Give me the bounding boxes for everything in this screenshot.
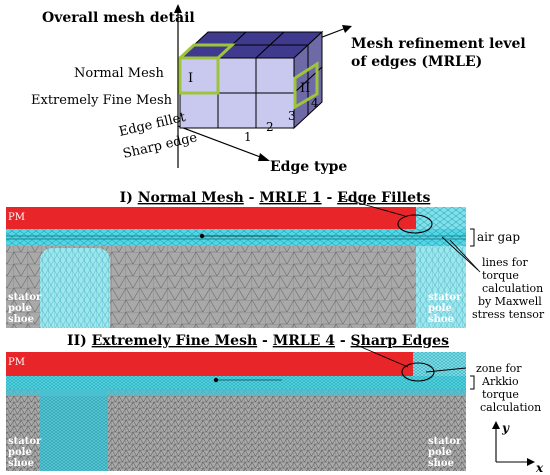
marker-I: I <box>188 71 193 86</box>
cube-front-face <box>179 57 219 94</box>
panel2-zone-label-1: zone for <box>476 362 522 375</box>
panel2-pm-region <box>6 352 413 376</box>
cube-front-face <box>255 57 295 94</box>
y-axis-arrowhead <box>174 4 182 13</box>
edge-type-axis-line <box>177 125 264 159</box>
panel1-stator-label-1: stator <box>8 292 42 303</box>
panel1-title: I) Normal Mesh - MRLE 1 - Edge Fillets <box>120 190 431 206</box>
row-label-normal-mesh: Normal Mesh <box>74 66 164 81</box>
panel1-air-dot <box>199 233 205 239</box>
level-label-3: 3 <box>288 109 296 123</box>
panel2-zone-label-3: torque <box>482 388 519 401</box>
panel2-slot-mesh <box>40 389 108 471</box>
panel2-zone-bracket <box>470 375 475 390</box>
panel2-stator-right-label-3: shoe <box>428 458 454 469</box>
panel1-lines-label-5: stress tensor <box>472 308 545 321</box>
panel1-air-above-mesh <box>416 207 466 229</box>
panel1-air-gap-bracket <box>470 228 475 247</box>
panel2-zone-leader <box>425 367 467 373</box>
panel1-air-gap-label: air gap <box>477 230 520 244</box>
panel1-slot-mesh <box>40 248 110 328</box>
panel1-pm-region <box>6 207 416 229</box>
edge-type-axis-label: Edge type <box>270 159 347 175</box>
panel-normal-mesh: I) Normal Mesh - MRLE 1 - Edge Fillets P… <box>6 190 545 328</box>
panel-extremely-fine-mesh: II) Extremely Fine Mesh - MRLE 4 - Sharp… <box>6 333 541 471</box>
coord-y-label: y <box>501 421 510 435</box>
panel1-lines-leader-2 <box>449 239 481 273</box>
mrle-axis-label-2: of edges (MRLE) <box>351 54 482 70</box>
panel2-edge-callout <box>401 362 435 382</box>
panel1-lines-label-3: calculation <box>482 282 543 295</box>
marker-II: II <box>300 81 310 96</box>
level-label-1: 1 <box>244 130 252 144</box>
panel1-lines-leader-1 <box>441 236 479 271</box>
panel1-title-leader <box>340 197 406 217</box>
panel1-stator-right-label-2: pole <box>428 303 452 314</box>
panel1-stator-right-label-1: stator <box>428 292 462 303</box>
panel2-zone-label-4: calculation <box>480 401 541 414</box>
edge-type-axis-arrowhead <box>258 153 270 161</box>
panel2-stator-label-1: stator <box>8 436 42 447</box>
mrle-axis-arrowhead <box>342 25 352 33</box>
panel1-pm-fillet <box>410 207 416 229</box>
panel2-air-above-mesh <box>413 352 466 376</box>
panel1-lines-label-2: torque <box>482 269 519 282</box>
highlight-block-I-top <box>178 43 236 60</box>
panel2-title-leader <box>353 343 409 368</box>
panel2-zone-label-2: Arkkio <box>481 375 519 388</box>
panel1-lines-label-4: by Maxwell <box>478 295 542 308</box>
panel2-pm-label: PM <box>8 357 25 368</box>
highlight-block-II <box>293 61 319 110</box>
row-label-extremely-fine-mesh: Extremely Fine Mesh <box>31 93 173 108</box>
panel1-stator-right-label-3: shoe <box>428 314 454 325</box>
panel1-air-gap-mesh <box>6 229 466 246</box>
cube-front-face <box>217 92 257 129</box>
panel1-stator-label-3: shoe <box>8 314 34 325</box>
cube-title: Overall mesh detail <box>42 10 195 26</box>
coord-x-arrowhead <box>527 458 535 466</box>
panel2-stator-label-2: pole <box>8 447 32 458</box>
panel2-stator-right-label-2: pole <box>428 447 452 458</box>
highlight-block-I <box>178 56 220 95</box>
panel1-right-shoe-mesh <box>416 246 466 328</box>
panel2-air-gap-mesh <box>6 376 466 389</box>
coordinate-system: y x <box>492 421 544 475</box>
panel2-air-dot <box>213 377 219 383</box>
panel1-pm-label: PM <box>8 212 25 223</box>
mrle-axis-label-1: Mesh refinement level <box>351 36 526 52</box>
panel2-title: II) Extremely Fine Mesh - MRLE 4 - Sharp… <box>67 333 449 349</box>
mesh-cube-diagram: I II Overall mesh detail Mesh refinement… <box>31 4 526 175</box>
level-label-2: 2 <box>266 120 274 134</box>
cube-front-face <box>217 57 257 94</box>
panel1-fillet-callout <box>397 214 433 234</box>
level-label-4: 4 <box>311 96 319 110</box>
coord-y-arrowhead <box>492 421 500 429</box>
panel2-boundary-layer <box>6 389 466 396</box>
panel2-stator-right-label-1: stator <box>428 436 462 447</box>
panel1-lines-label-1: lines for <box>482 256 528 269</box>
coord-x-label: x <box>535 461 544 475</box>
panel1-stator-label-2: pole <box>8 303 32 314</box>
panel2-stator-label-3: shoe <box>8 458 34 469</box>
